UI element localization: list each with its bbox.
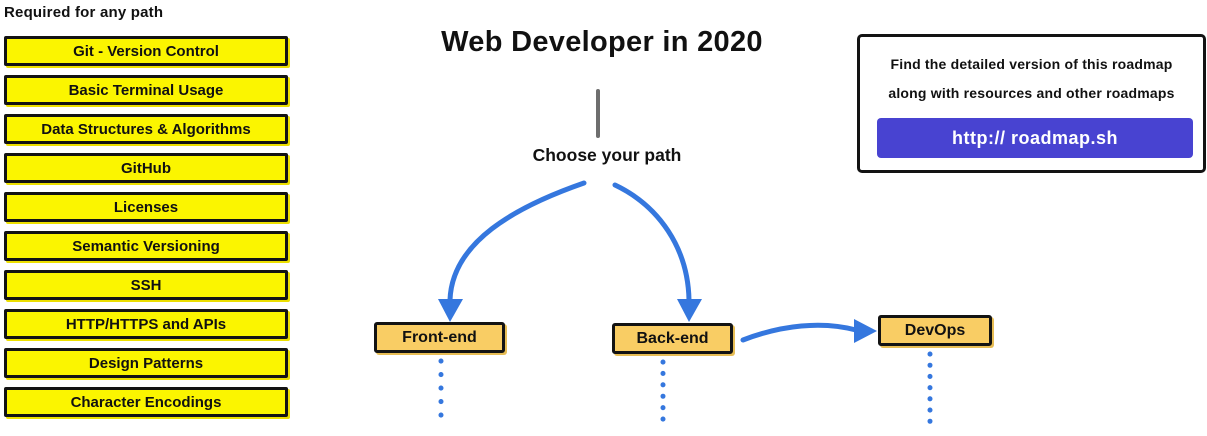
node-front-end[interactable]: Front-end [374, 322, 505, 353]
arrow-to-front-end-head [438, 299, 463, 322]
path-stem-line [596, 89, 600, 138]
arrow-to-back-end-head [677, 299, 702, 322]
required-item-terminal[interactable]: Basic Terminal Usage [4, 75, 288, 105]
required-path-heading: Required for any path [4, 4, 164, 21]
node-back-end[interactable]: Back-end [612, 323, 733, 354]
required-item-ssh[interactable]: SSH [4, 270, 288, 300]
required-item-licenses[interactable]: Licenses [4, 192, 288, 222]
required-item-encodings[interactable]: Character Encodings [4, 387, 288, 417]
required-item-http[interactable]: HTTP/HTTPS and APIs [4, 309, 288, 339]
required-path-list: Git - Version Control Basic Terminal Usa… [4, 36, 288, 417]
node-devops[interactable]: DevOps [878, 315, 992, 346]
required-item-github[interactable]: GitHub [4, 153, 288, 183]
choose-your-path-label: Choose your path [532, 145, 682, 165]
required-path-section: Required for any path Git - Version Cont… [4, 4, 292, 417]
arrow-to-devops [740, 322, 859, 343]
arrow-to-devops-head [854, 319, 877, 343]
info-box: Find the detailed version of this roadma… [857, 34, 1206, 173]
info-line-1: Find the detailed version of this roadma… [890, 56, 1173, 72]
required-item-semver[interactable]: Semantic Versioning [4, 231, 288, 261]
roadmap-url-button[interactable]: http:// roadmap.sh [877, 118, 1193, 158]
arrow-to-front-end [447, 180, 587, 303]
required-item-design-patterns[interactable]: Design Patterns [4, 348, 288, 378]
required-item-dsa[interactable]: Data Structures & Algorithms [4, 114, 288, 144]
page-title: Web Developer in 2020 [441, 26, 763, 58]
required-item-git[interactable]: Git - Version Control [4, 36, 288, 66]
info-line-2: along with resources and other roadmaps [888, 85, 1175, 101]
arrow-to-back-end [612, 182, 692, 303]
